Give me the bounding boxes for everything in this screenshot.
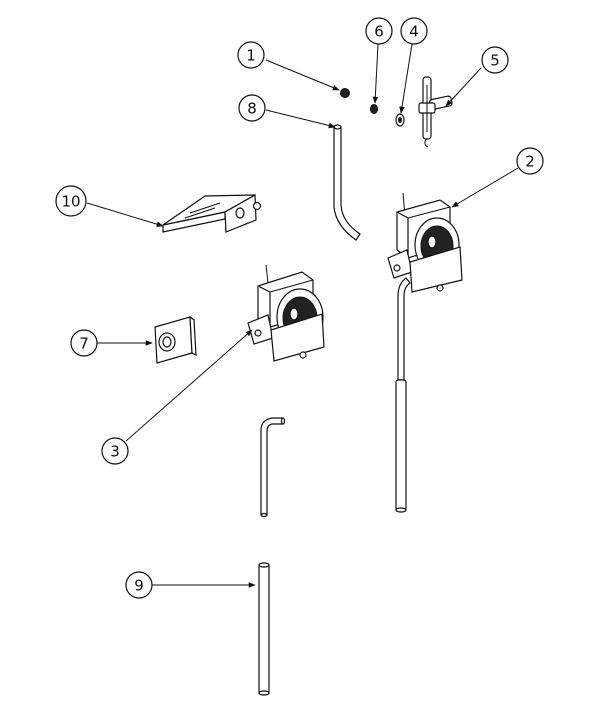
j-tube — [260, 417, 286, 518]
part-9-straight-tube — [258, 562, 270, 696]
callout-2-label: 2 — [525, 153, 535, 171]
part-5-tee-connector — [418, 76, 453, 148]
callout-3-label: 3 — [110, 443, 120, 461]
part-4-washer — [395, 113, 405, 127]
part-8-bent-tube — [333, 124, 361, 241]
leader-lines — [86, 43, 519, 588]
callout-8: 8 — [238, 94, 266, 122]
callout-4-label: 4 — [409, 23, 419, 41]
callout-10-label: 10 — [61, 193, 80, 211]
part-10-bracket — [162, 193, 262, 233]
callout-1: 1 — [237, 41, 265, 69]
callout-7-label: 7 — [79, 335, 89, 353]
callout-1-label: 1 — [246, 47, 256, 65]
part-1-nut — [340, 88, 350, 98]
callout-9-label: 9 — [134, 577, 144, 595]
part-6-fitting — [370, 104, 378, 114]
callout-10: 10 — [55, 185, 87, 217]
callout-2: 2 — [516, 147, 544, 175]
callout-8-label: 8 — [247, 100, 257, 118]
part-7-gasket-plate — [154, 315, 197, 364]
callout-9: 9 — [125, 571, 153, 599]
callout-6-label: 6 — [374, 23, 384, 41]
callout-6: 6 — [365, 17, 393, 45]
part-2-pressure-switch — [387, 192, 463, 513]
callout-5-label: 5 — [490, 52, 500, 70]
callout-4: 4 — [400, 17, 428, 45]
part-3-pressure-switch — [247, 264, 325, 362]
callout-3: 3 — [101, 437, 129, 465]
callout-7: 7 — [70, 329, 98, 357]
callout-5: 5 — [481, 46, 509, 74]
